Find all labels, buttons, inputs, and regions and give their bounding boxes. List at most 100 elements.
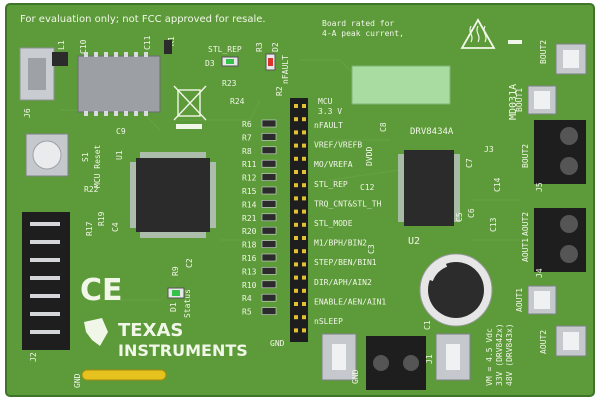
ref-mcu-reset: MCU Reset xyxy=(93,144,102,188)
header-pin xyxy=(294,249,298,254)
header-pin xyxy=(302,288,306,293)
resistor-label: R13 xyxy=(242,267,257,276)
signal-label: TRQ_CNT&STL_TH xyxy=(314,199,382,208)
ref-j4: J4 xyxy=(535,268,544,278)
header-pin xyxy=(302,222,306,227)
ref-stl-rep: STL_REP xyxy=(208,45,242,54)
header-pin xyxy=(294,236,298,240)
ref-s1: S1 xyxy=(81,152,90,162)
ref-aout1-mid: AOUT1 xyxy=(521,238,530,262)
header-pin xyxy=(294,328,298,333)
header-title: MCU xyxy=(318,97,333,106)
terminal-screw-icon xyxy=(373,355,389,371)
motor-driver-chip xyxy=(404,150,454,226)
header-j2[interactable] xyxy=(22,212,70,350)
header-pin xyxy=(302,302,306,306)
resistor-label: R6 xyxy=(242,120,252,129)
resistor-r1 xyxy=(164,40,172,54)
reset-button-cap-icon xyxy=(32,140,62,170)
resistor-label: R16 xyxy=(242,254,257,263)
signal-label: nSLEEP xyxy=(314,317,343,326)
ref-c4: C4 xyxy=(111,222,120,232)
header-pin xyxy=(302,236,306,240)
terminal-screw-icon xyxy=(403,355,419,371)
header-pin xyxy=(294,183,298,188)
pad-icon xyxy=(563,332,579,350)
signal-label: nFAULT xyxy=(314,121,343,130)
label-window xyxy=(351,65,451,105)
ref-c7: C7 xyxy=(465,158,474,168)
header-pin xyxy=(294,196,298,201)
capacitor-top-icon xyxy=(428,262,484,318)
resistor-label: R11 xyxy=(242,160,257,169)
inductor-l1 xyxy=(52,52,68,66)
driver-pins xyxy=(398,154,460,222)
resistor-label: R15 xyxy=(242,187,257,196)
led-green-icon xyxy=(226,59,234,64)
header-pin xyxy=(302,209,306,214)
ref-dvdd: DVDD xyxy=(365,147,374,166)
motor-terminal-j4[interactable] xyxy=(534,208,586,272)
header-pin xyxy=(294,117,298,122)
led-status-green-icon xyxy=(172,290,180,296)
resistor xyxy=(261,186,277,195)
header-pin xyxy=(294,302,298,306)
vm-line-2: 33V (DRV842x) xyxy=(495,323,504,386)
vm-line-1: VM = 4.5 Vdc xyxy=(485,328,494,386)
header-pin xyxy=(302,262,306,267)
mcu-main-chip xyxy=(136,158,210,232)
ref-nfault: nFAULT xyxy=(281,55,290,84)
ref-c9: C9 xyxy=(116,127,126,136)
resistor-label: R18 xyxy=(242,241,257,250)
resistor xyxy=(261,213,277,222)
signal-label: STL_REP xyxy=(314,180,348,189)
ref-c10: C10 xyxy=(79,39,88,54)
ref-j3: J3 xyxy=(484,145,494,154)
ref-r17: R17 xyxy=(85,221,94,236)
resistor xyxy=(261,133,277,141)
signal-label: ENABLE/AEN/AIN1 xyxy=(314,297,386,306)
resistor-label: R20 xyxy=(242,227,257,236)
ref-c11: C11 xyxy=(143,35,152,50)
resistor-label: R7 xyxy=(242,133,252,142)
header-j2-pins xyxy=(30,222,60,334)
ref-r22: R22 xyxy=(84,185,99,194)
ref-gnd-left: GND xyxy=(73,373,82,388)
usb-port-icon xyxy=(28,58,46,90)
power-pad-vm-icon xyxy=(446,344,460,370)
terminal-screw-icon xyxy=(560,127,578,145)
header-gnd: GND xyxy=(270,339,285,348)
ref-c1: C1 xyxy=(423,320,432,330)
ref-c6: C6 xyxy=(467,208,476,218)
ce-mark: CE xyxy=(80,273,123,308)
header-pin xyxy=(302,328,306,333)
header-pin xyxy=(302,104,306,108)
signal-label: MO/VREFA xyxy=(314,160,353,169)
terminal-screw-icon xyxy=(560,215,578,233)
ref-j5: J5 xyxy=(535,182,544,192)
header-pin xyxy=(294,288,298,293)
rating-line-2: 4-A peak current, xyxy=(322,29,404,38)
resistor xyxy=(261,253,277,262)
gnd-test-loop[interactable] xyxy=(81,369,167,381)
ref-c12: C12 xyxy=(360,183,375,192)
ref-j1: J1 xyxy=(425,354,434,364)
resistor-label: R4 xyxy=(242,294,252,303)
ref-c8: C8 xyxy=(379,122,388,132)
header-pin xyxy=(294,222,298,227)
motor-terminal-j5[interactable] xyxy=(534,120,586,184)
resistor xyxy=(261,119,277,128)
header-pin xyxy=(302,196,306,201)
board-model: MD031A xyxy=(508,84,519,120)
header-pin xyxy=(294,170,298,174)
ref-c2: C2 xyxy=(185,258,194,268)
header-pin xyxy=(302,275,306,280)
resistor-label: R12 xyxy=(242,174,257,183)
ti-brand-line1: TEXAS xyxy=(118,320,183,341)
hot-surface-warning-icon xyxy=(460,18,496,49)
signal-label: STEP/BEN/BIN1 xyxy=(314,258,377,267)
rating-line-1: Board rated for xyxy=(322,19,394,28)
ref-d1: D1 xyxy=(169,302,178,312)
evaluation-notice: For evaluation only; not FCC approved fo… xyxy=(20,14,266,25)
